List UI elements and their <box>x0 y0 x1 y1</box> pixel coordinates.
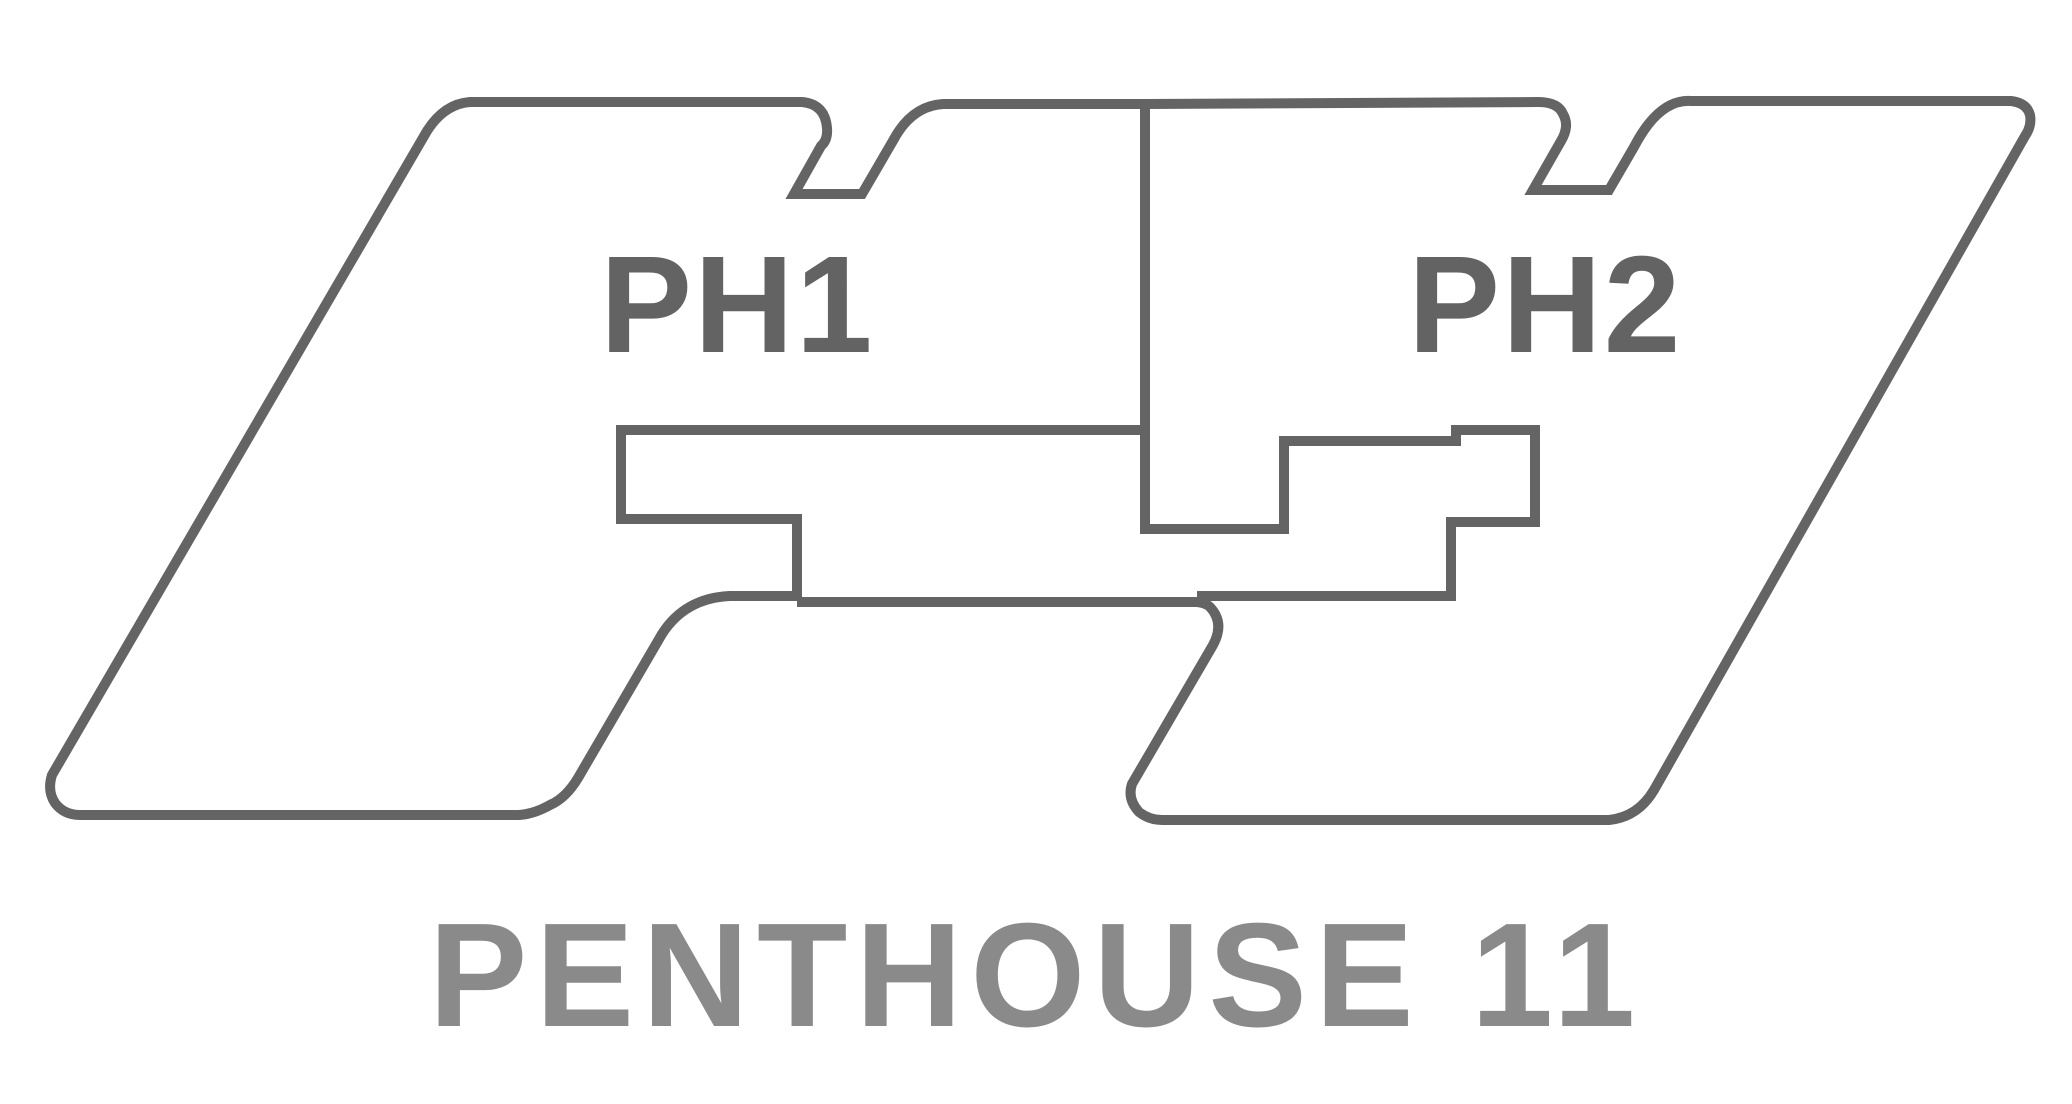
unit-label-ph2: PH2 <box>1408 228 1682 382</box>
unit-label-ph1: PH1 <box>600 228 874 382</box>
floor-title: PENTHOUSE 11 <box>429 893 1644 1058</box>
ph2-unit-outline[interactable] <box>797 95 2036 825</box>
ph1-unit-outline[interactable] <box>45 97 1150 820</box>
